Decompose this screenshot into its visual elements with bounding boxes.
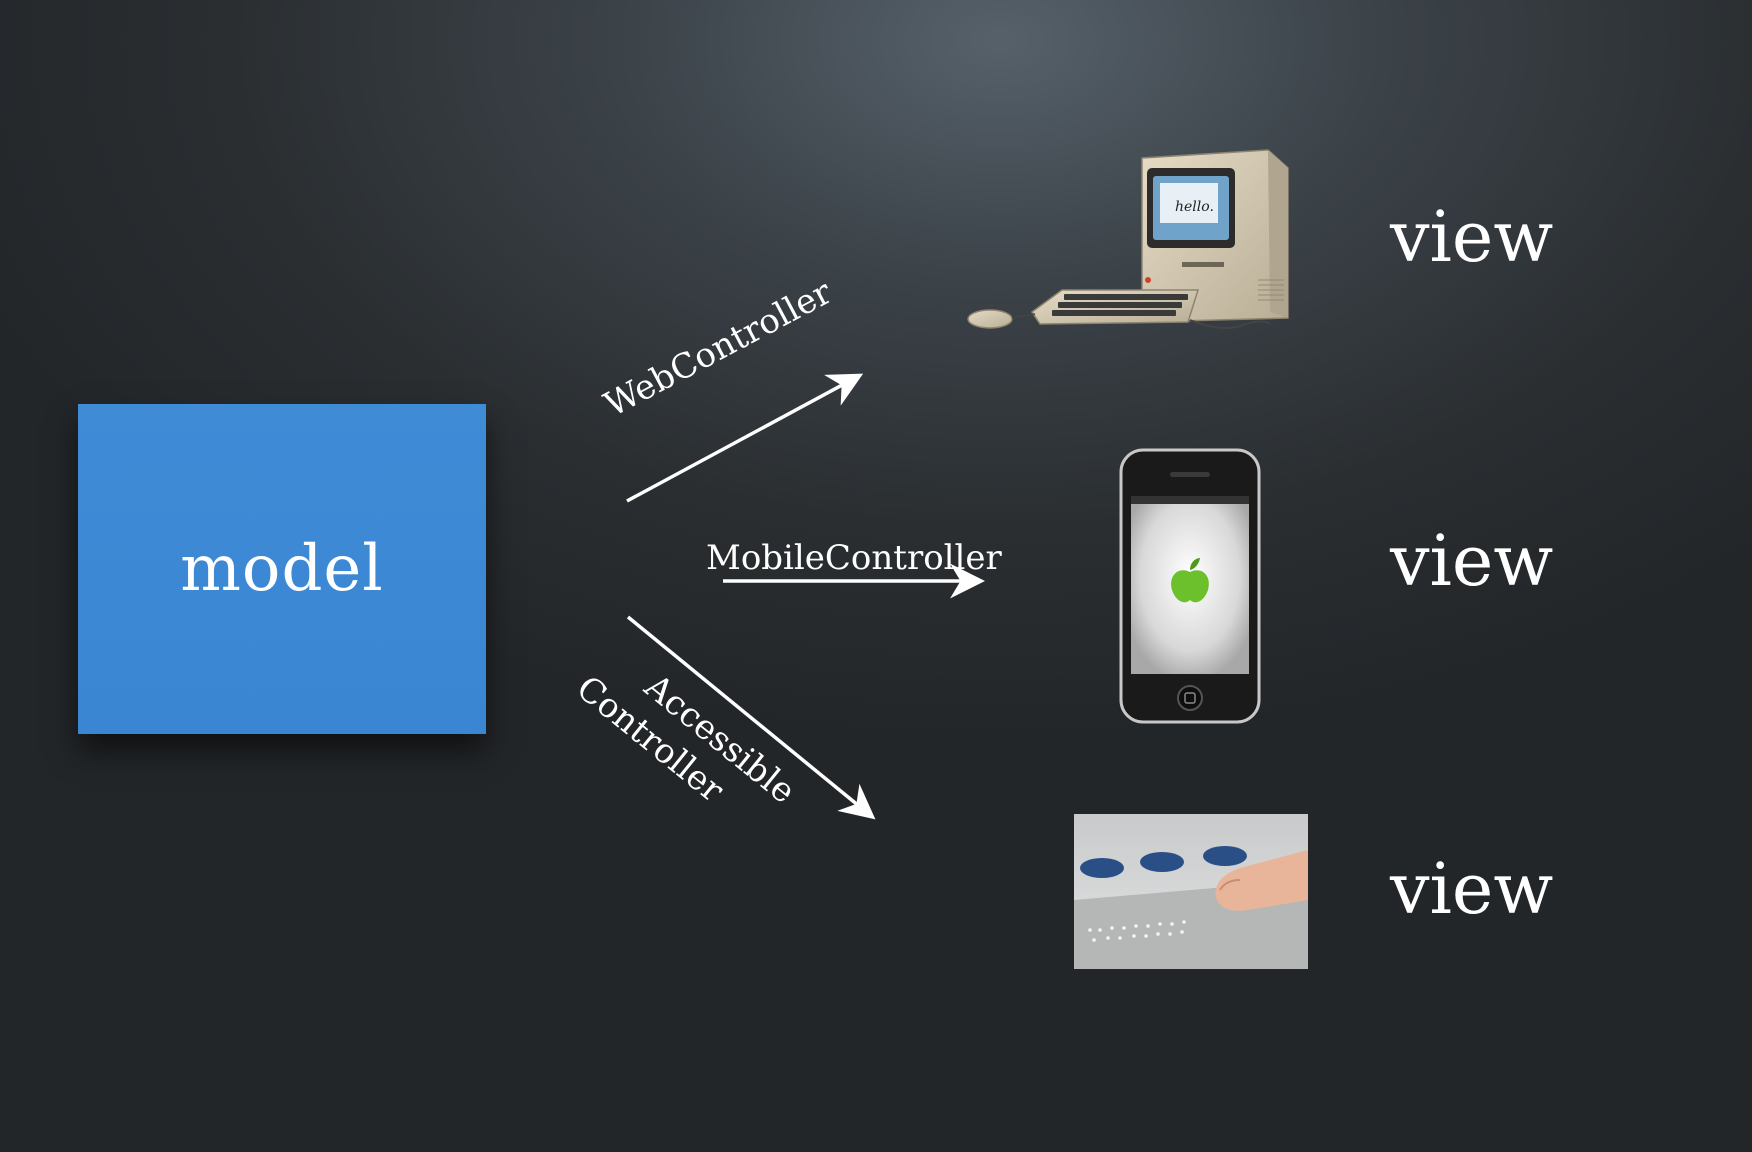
accessible-view-label: view bbox=[1390, 848, 1554, 930]
braille-display-icon bbox=[1074, 814, 1308, 969]
model-label: model bbox=[180, 532, 384, 606]
accessible-controller-arrow bbox=[626, 615, 876, 820]
desktop-view-label: view bbox=[1390, 196, 1554, 278]
model-box: model bbox=[78, 404, 486, 734]
screen-text: hello. bbox=[1175, 199, 1214, 215]
mobile-view-label: view bbox=[1390, 520, 1554, 602]
desktop-computer-icon: hello. bbox=[967, 149, 1289, 329]
mobile-controller-label: MobileController bbox=[706, 538, 1002, 578]
web-controller-arrow bbox=[626, 373, 864, 503]
smartphone-icon bbox=[1119, 448, 1261, 724]
